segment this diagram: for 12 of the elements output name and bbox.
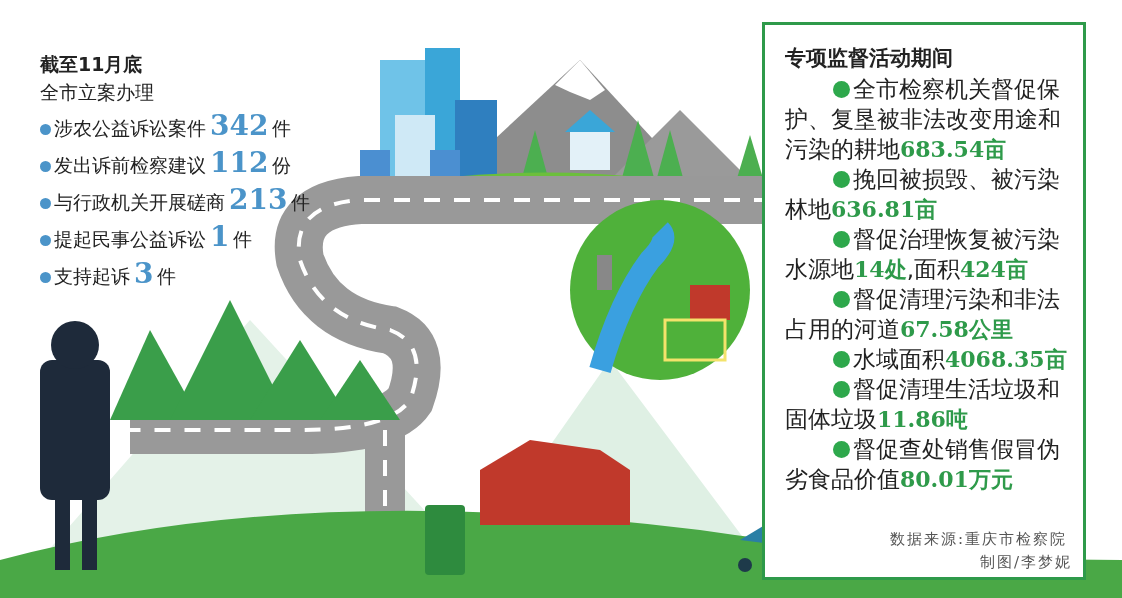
stat-paragraph: 督促治理恢复被污染水源地14处,面积424亩 bbox=[785, 225, 1061, 284]
stat-paragraph: 督促查处销售假冒伪劣食品价值80.01万元 bbox=[785, 435, 1061, 494]
source-note: 制图/李梦妮 bbox=[980, 553, 1073, 572]
stat-paragraph: 督促清理污染和非法占用的河道67.58公里 bbox=[785, 285, 1061, 344]
stat-paragraph: 水域面积4068.35亩 bbox=[785, 344, 1075, 374]
heading: 截至11月底 bbox=[40, 52, 143, 77]
stat-paragraph: 挽回被损毁、被污染林地636.81亩 bbox=[785, 165, 1061, 224]
stat-paragraph: 督促清理生活垃圾和固体垃圾11.86吨 bbox=[785, 375, 1061, 434]
panel-title: 专项监督活动期间 bbox=[785, 45, 953, 72]
stat-paragraph: 全市检察机关督促保护、复垦被非法改变用途和污染的耕地683.54亩 bbox=[785, 75, 1062, 164]
subheading: 全市立案办理 bbox=[40, 80, 154, 105]
source-note: 数据来源:重庆市检察院 bbox=[890, 530, 1068, 549]
